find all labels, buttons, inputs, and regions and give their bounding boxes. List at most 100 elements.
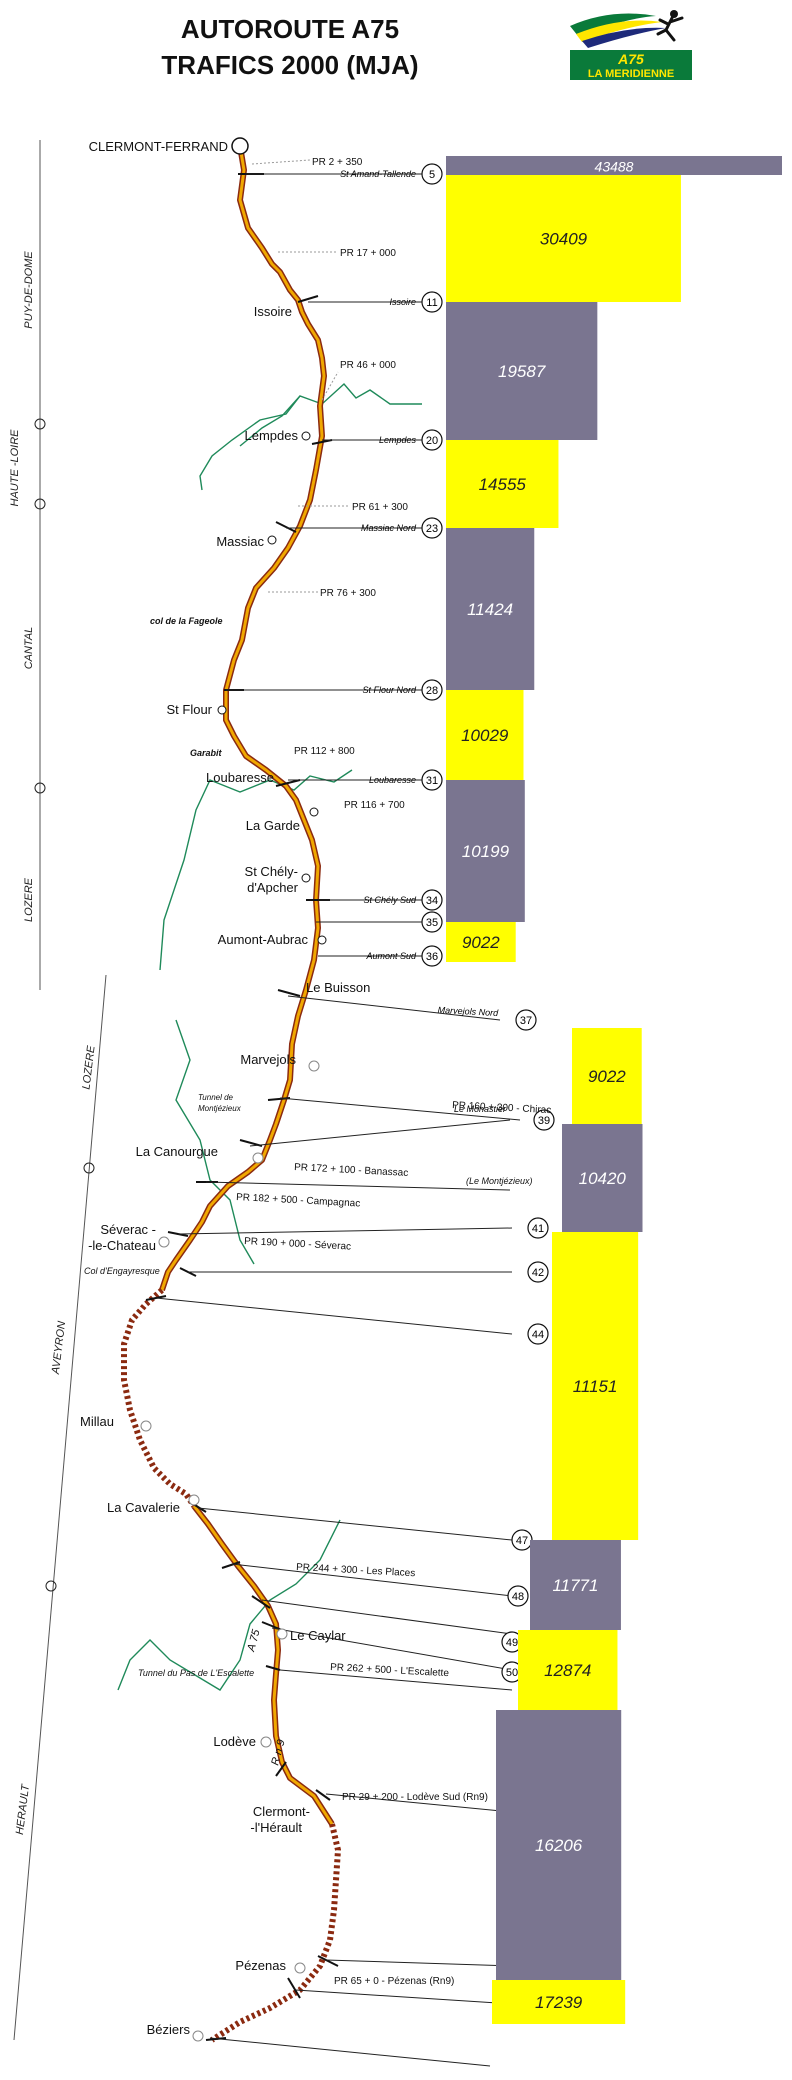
traffic-value-label: 10420 — [579, 1169, 627, 1188]
town-label: Tunnel du Pas de L'Escalette — [138, 1668, 254, 1678]
exit-name: St Amand-Tallende — [340, 169, 416, 179]
pr-label: PR 172 + 100 - Banassac — [294, 1162, 409, 1179]
town-dot — [309, 807, 319, 817]
svg-text:34: 34 — [426, 895, 438, 907]
town-label: Clermont- — [253, 1804, 310, 1819]
exit-marker: 48 — [507, 1585, 529, 1607]
town-dot — [231, 137, 249, 155]
svg-text:20: 20 — [426, 435, 438, 447]
route-tick — [275, 779, 301, 787]
exit-name: Issoire — [389, 297, 416, 307]
exit-marker: 41 — [527, 1217, 549, 1239]
rivers — [117, 382, 422, 1691]
exit-leader — [209, 2037, 491, 2067]
route-tick — [287, 1977, 301, 1999]
town-dot — [267, 535, 277, 545]
exit-leader — [249, 1119, 511, 1147]
exit-leader — [205, 1181, 511, 1191]
town-label: Loubaresse — [206, 770, 274, 785]
exit-marker: 36 Aumont Sud — [365, 945, 443, 967]
town-dot — [260, 1736, 272, 1748]
exit-marker: 34 St Chély Sud — [363, 889, 443, 911]
traffic-bar — [446, 922, 516, 962]
route-tick — [315, 1789, 331, 1801]
svg-text:37: 37 — [520, 1015, 532, 1027]
town-label: Marvejols — [240, 1052, 296, 1067]
exit-marker: 35 — [421, 911, 443, 933]
route-a75-south — [191, 1504, 335, 1826]
svg-text:41: 41 — [532, 1223, 544, 1235]
traffic-bar — [446, 780, 525, 922]
traffic-value-label: 9022 — [462, 933, 500, 952]
town-label: Séverac - — [100, 1222, 156, 1237]
exit-leader — [197, 1507, 513, 1541]
svg-text:36: 36 — [426, 951, 438, 963]
traffic-value-label: 10029 — [461, 726, 509, 745]
region-label: AVEYRON — [50, 1320, 69, 1375]
pr-label: PR 76 + 300 — [320, 588, 376, 599]
traffic-value-label: 12874 — [544, 1661, 591, 1680]
exit-name: Marvejols Nord — [437, 1005, 499, 1018]
route-tick — [265, 1665, 281, 1671]
pr-label: PR 2 + 350 — [312, 157, 363, 168]
traffic-bar — [572, 1028, 642, 1124]
pr-label: PR 29 + 200 - Lodève Sud (Rn9) — [342, 1792, 488, 1803]
svg-text:11: 11 — [426, 297, 437, 309]
route-under-construction — [121, 1287, 197, 1508]
exit-leader — [155, 1297, 513, 1335]
town-label: La Garde — [246, 818, 300, 833]
exit-leader — [231, 1563, 513, 1597]
traffic-value-label: 19587 — [498, 362, 546, 381]
pr-label: PR 262 + 500 - L'Escalette — [330, 1662, 450, 1679]
traffic-bar — [552, 1232, 639, 1540]
pr-label: PR 112 + 800 — [294, 746, 355, 757]
traffic-value-label: 43488 — [595, 159, 634, 175]
traffic-bar — [492, 1980, 626, 2024]
logo-runner-head — [670, 10, 678, 18]
river — [239, 395, 301, 447]
traffic-bars: 4348830409195871455511424100291019990229… — [446, 156, 782, 2024]
traffic-bar — [446, 302, 598, 440]
town-dot — [140, 1420, 152, 1432]
region-boundary-marker — [45, 1580, 57, 1592]
traffic-value-label: 16206 — [535, 1836, 583, 1855]
region-boundary-marker — [34, 782, 46, 794]
traffic-value-label: 14555 — [479, 475, 527, 494]
town-label: CLERMONT-FERRAND — [89, 139, 228, 154]
region-label: HAUTE -LOIRE — [9, 429, 21, 507]
pr-label: PR 17 + 000 — [340, 248, 396, 259]
title-line-1: AUTOROUTE A75 — [180, 14, 400, 44]
exit-marker: 5St Amand-Tallende — [340, 163, 443, 185]
route-tick — [275, 1761, 287, 1777]
route-tick — [251, 1595, 271, 1609]
region-boundary-markers — [34, 418, 95, 1592]
exit-marker: 44 — [527, 1323, 549, 1345]
route-tick — [317, 1955, 339, 1967]
route-tick — [311, 439, 333, 445]
logo-swoosh-blue — [582, 27, 666, 48]
pr-label: PR 116 + 700 — [344, 800, 405, 811]
traffic-value-label: 11424 — [467, 600, 513, 619]
svg-text:49: 49 — [506, 1637, 518, 1649]
town-label: Béziers — [147, 2022, 191, 2037]
exit-marker: 37 Marvejols Nord — [437, 1005, 537, 1031]
exit-leader — [287, 995, 501, 1021]
town-label: Massiac — [216, 534, 264, 549]
route-ticks — [145, 173, 339, 2041]
exit-leader — [279, 1669, 513, 1691]
svg-text:23: 23 — [426, 523, 438, 535]
town-label: Pézenas — [235, 1958, 286, 1973]
exit-name: Aumont Sud — [365, 951, 417, 961]
exit-name: Lempdes — [379, 435, 417, 445]
exit-name: St Chély Sud — [363, 895, 417, 905]
town-label: Millau — [80, 1414, 114, 1429]
traffic-bar — [446, 440, 559, 528]
logo-a75-text: A75 — [617, 51, 644, 67]
exit-marker: 20 Lempdes — [379, 429, 443, 451]
town-dot — [301, 873, 311, 883]
logo-runner-body — [656, 16, 684, 42]
traffic-value-label: 11771 — [552, 1576, 598, 1595]
